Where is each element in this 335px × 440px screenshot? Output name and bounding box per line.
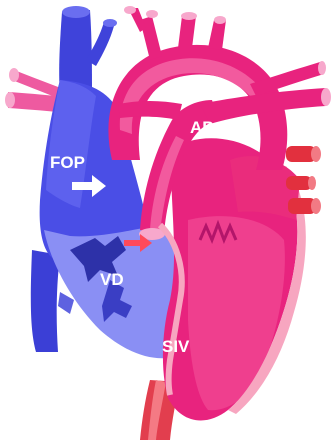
right-pulmonary-upper-opening — [318, 61, 326, 75]
label-ap: AP — [190, 118, 214, 137]
pulmonary-vein-lower-opening — [311, 198, 321, 214]
left-ventricle-wall — [188, 216, 285, 410]
label-fop: FOP — [50, 153, 85, 172]
pulmonary-vein-upper-opening — [311, 146, 321, 162]
label-vd: VD — [100, 270, 124, 289]
arch-branch-1a-opening — [124, 6, 136, 14]
left-pulmonary-opening — [5, 92, 15, 108]
pulmonary-left-connection — [118, 101, 182, 120]
arch-branch-2-opening — [181, 12, 197, 20]
arch-branch-1-opening — [146, 10, 158, 18]
arch-branch-3 — [208, 20, 226, 50]
inferior-vena-cava — [31, 250, 60, 352]
ventricle-spot — [58, 292, 74, 314]
arch-branch-3-opening — [214, 16, 226, 24]
superior-vena-cava-opening — [62, 6, 90, 18]
left-pulmonary-upper-opening — [9, 68, 19, 82]
arch-branch-2 — [178, 16, 196, 48]
pulmonary-vein-mid-opening — [308, 176, 316, 190]
branch-vessel-opening — [103, 19, 117, 27]
label-siv: SIV — [162, 337, 190, 356]
right-pulmonary-opening — [321, 88, 331, 106]
